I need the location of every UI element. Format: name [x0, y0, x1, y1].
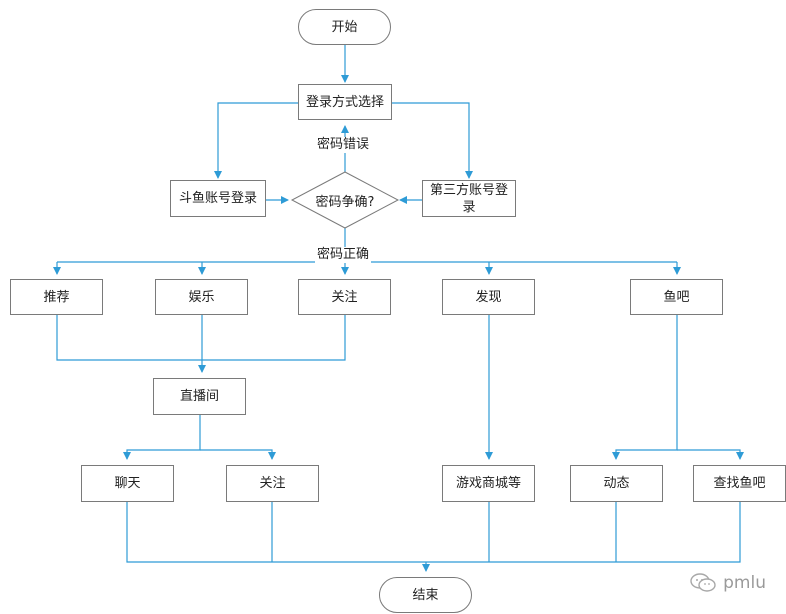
- password-check-label: 密码争确?: [315, 194, 375, 210]
- follow-bottom-node: 关注: [226, 465, 319, 502]
- edge-label-password-wrong: 密码错误: [315, 137, 372, 153]
- chat-node: 聊天: [81, 465, 174, 502]
- edge-label-password-right: 密码正确: [315, 247, 372, 263]
- game-mall-node: 游戏商城等: [442, 465, 535, 502]
- entertainment-node: 娱乐: [155, 279, 248, 315]
- fish-bar-node: 鱼吧: [630, 279, 723, 315]
- discover-node: 发现: [442, 279, 535, 315]
- activity-node: 动态: [570, 465, 663, 502]
- edge-login-douyu: [214, 102, 298, 179]
- wechat-icon: [690, 573, 716, 592]
- third-party-login-node: 第三方账号登录: [422, 180, 516, 217]
- end-node: 结束: [379, 577, 472, 613]
- login-select-node: 登录方式选择: [298, 84, 392, 120]
- live-room-node: 直播间: [153, 378, 246, 415]
- start-node: 开始: [298, 9, 391, 45]
- watermark-text: pmlu: [723, 573, 766, 593]
- recommend-node: 推荐: [10, 279, 103, 315]
- watermark: pmlu: [689, 572, 766, 594]
- douyu-login-node: 斗鱼账号登录: [170, 180, 266, 217]
- follow-top-node: 关注: [298, 279, 391, 315]
- decision-diamond: [290, 171, 400, 229]
- find-fish-bar-node: 查找鱼吧: [693, 465, 786, 502]
- edge-login-third: [392, 102, 473, 179]
